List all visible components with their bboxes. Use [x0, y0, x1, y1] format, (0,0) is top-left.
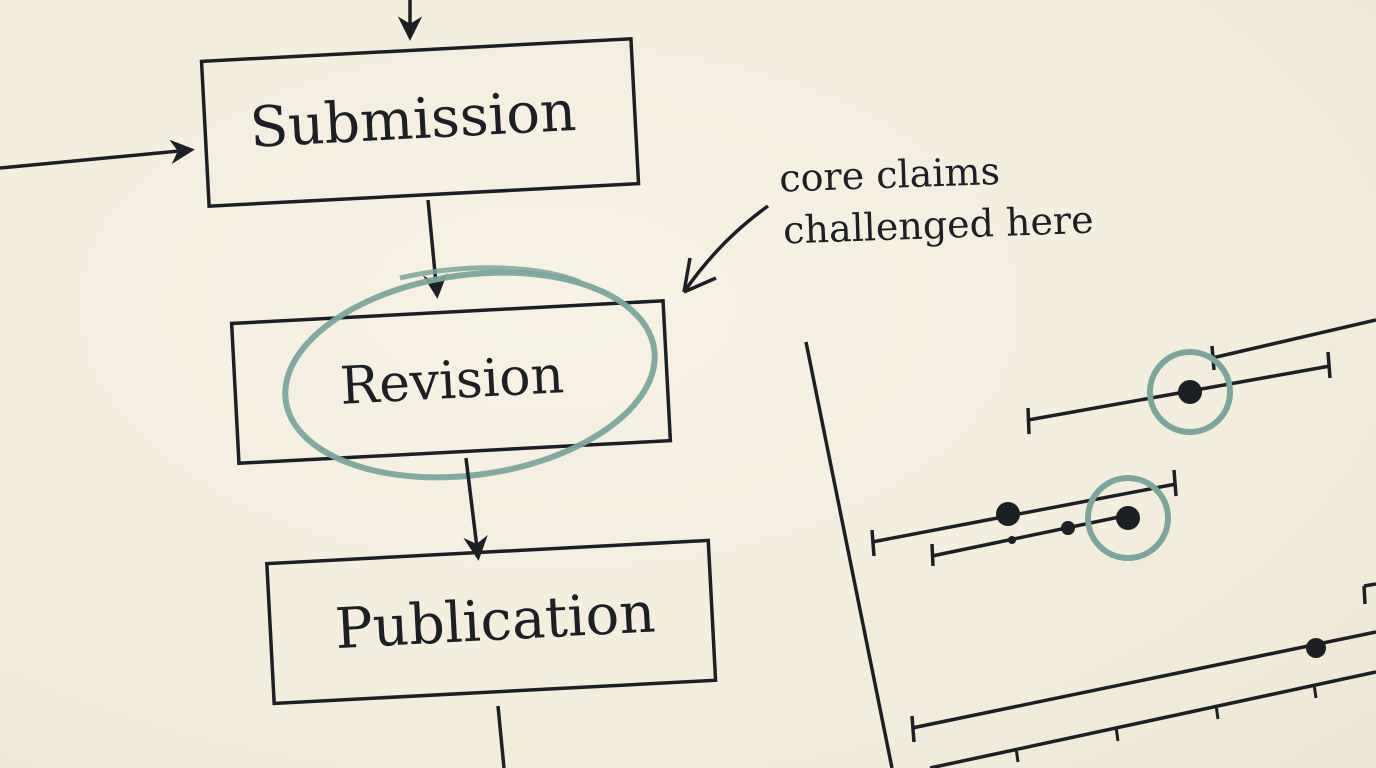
- interval-row-3: [870, 469, 1178, 557]
- point-estimate-4a: [1061, 521, 1075, 535]
- interval-row-4: [930, 475, 1171, 567]
- line-out-of-publication: [496, 705, 506, 768]
- revision-highlight-circle: [282, 265, 658, 481]
- node-publication-box: [265, 538, 718, 706]
- node-submission: Submission: [199, 37, 641, 208]
- node-publication-label: Publication: [334, 580, 657, 662]
- interval-row-6: [910, 630, 1376, 743]
- point-estimate-6: [1306, 638, 1326, 658]
- plot-horizontal-axis: [929, 670, 1376, 768]
- node-revision-box: [229, 299, 673, 466]
- point-estimate-4: [1116, 506, 1140, 530]
- node-submission-label: Submission: [248, 79, 577, 161]
- point-estimate-2: [1178, 380, 1202, 404]
- highlight-ring-2: [1147, 349, 1233, 435]
- annotation-arrow: [682, 204, 770, 294]
- interval-row-5: [1362, 582, 1376, 605]
- node-revision-label: Revision: [339, 345, 566, 417]
- plot-vertical-axis: [804, 341, 894, 768]
- highlight-ring-4: [1085, 475, 1171, 561]
- annotation-line-1: core claims: [779, 149, 1001, 201]
- interval-row-2: [1026, 349, 1332, 435]
- arrow-into-submission-left: [0, 139, 195, 170]
- annotation-note: core claims challenged here: [779, 149, 1095, 253]
- node-publication: Publication: [265, 538, 718, 706]
- node-submission-box: [199, 37, 641, 208]
- point-estimate-3: [996, 502, 1020, 526]
- annotation-line-2: challenged here: [782, 198, 1094, 253]
- node-revision: Revision: [229, 299, 673, 466]
- interval-row-1: [1210, 318, 1376, 371]
- arrow-revision-to-publication: [463, 457, 488, 561]
- forest-plot-fragment: [804, 318, 1376, 768]
- point-estimate-4b: [1008, 536, 1016, 544]
